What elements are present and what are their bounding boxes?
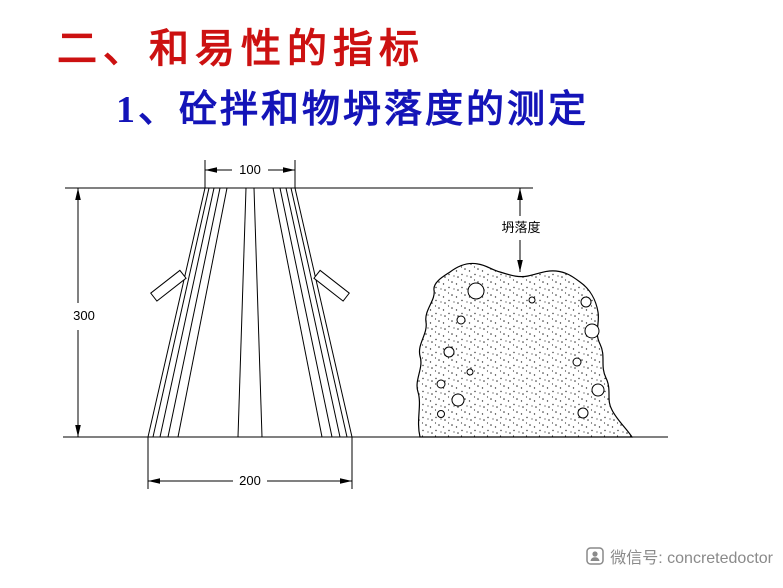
dimension-slump-label: 坍落度 <box>501 220 540 235</box>
slide-title: 二、和易性的指标 <box>57 26 425 71</box>
dimension-slump: 坍落度 <box>295 187 541 272</box>
wechat-icon <box>586 547 605 565</box>
dimension-height: 300 <box>65 187 205 437</box>
concrete-heap-outline <box>416 262 634 438</box>
cone-handle-left <box>150 269 187 302</box>
dimension-height-label: 300 <box>73 308 95 323</box>
dimension-top-width-label: 100 <box>239 162 261 177</box>
aggregate-particles <box>436 282 605 419</box>
slumped-concrete-heap <box>416 262 634 438</box>
cone-handle-right <box>313 269 350 302</box>
dimension-bottom-width-label: 200 <box>239 473 261 488</box>
dimension-top-width: 100 <box>204 160 296 188</box>
footer: 微信号: concretedoctor <box>586 544 773 568</box>
slide-subtitle: 1、砼拌和物坍落度的测定 <box>116 89 590 131</box>
footer-text: 微信号: concretedoctor <box>610 550 773 567</box>
dimension-bottom-width: 200 <box>147 437 353 489</box>
slump-cone <box>147 187 353 438</box>
